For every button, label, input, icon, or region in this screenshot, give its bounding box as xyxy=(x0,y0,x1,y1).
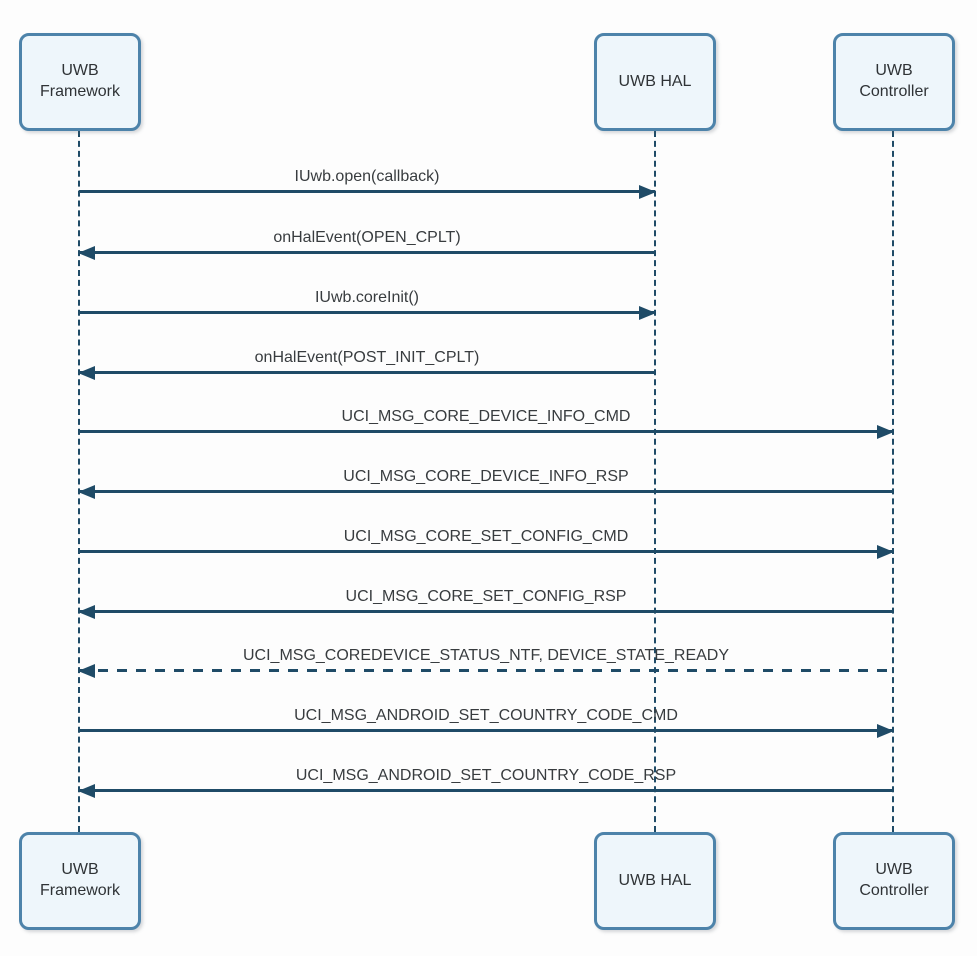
actor-box-uwb-controller-bottom: UWB Controller xyxy=(833,832,955,930)
message-arrow-left xyxy=(79,789,893,792)
message-iuwb-open: IUwb.open(callback) xyxy=(79,167,655,193)
message-label: UCI_MSG_CORE_DEVICE_INFO_RSP xyxy=(343,468,629,485)
message-arrow-right xyxy=(79,729,893,732)
message-arrow-right xyxy=(79,550,893,553)
message-arrow-right xyxy=(79,190,655,193)
lifeline-uwb-hal xyxy=(654,131,656,832)
message-label: UCI_MSG_CORE_DEVICE_INFO_CMD xyxy=(341,408,631,425)
lifeline-uwb-controller xyxy=(892,131,894,832)
message-label: UCI_MSG_COREDEVICE_STATUS_NTF, DEVICE_ST… xyxy=(242,647,730,664)
actor-label-uwb-hal: UWB HAL xyxy=(618,72,692,90)
message-label: IUwb.coreInit() xyxy=(314,289,420,306)
message-label: UCI_MSG_ANDROID_SET_COUNTRY_CODE_CMD xyxy=(294,707,678,724)
lifeline-uwb-framework xyxy=(78,131,80,832)
actor-box-uwb-controller-top: UWB Controller xyxy=(833,33,955,131)
message-arrow-left xyxy=(79,610,893,613)
actor-box-uwb-framework-bottom: UWB Framework xyxy=(19,832,141,930)
message-android-set-country-code-cmd: UCI_MSG_ANDROID_SET_COUNTRY_CODE_CMD xyxy=(79,706,893,732)
message-label: onHalEvent(POST_INIT_CPLT) xyxy=(254,349,480,366)
actor-box-uwb-hal-top: UWB HAL xyxy=(594,33,716,131)
message-label: UCI_MSG_ANDROID_SET_COUNTRY_CODE_RSP xyxy=(295,767,677,784)
actor-label-uwb-framework: UWB Framework xyxy=(39,62,120,100)
message-core-set-config-rsp: UCI_MSG_CORE_SET_CONFIG_RSP xyxy=(79,587,893,613)
message-label: IUwb.open(callback) xyxy=(294,168,440,185)
message-label: onHalEvent(OPEN_CPLT) xyxy=(273,229,461,246)
actor-label-uwb-framework: UWB Framework xyxy=(39,861,120,899)
message-android-set-country-code-rsp: UCI_MSG_ANDROID_SET_COUNTRY_CODE_RSP xyxy=(79,766,893,792)
message-arrow-left xyxy=(79,251,655,254)
actor-label-uwb-hal: UWB HAL xyxy=(618,871,692,889)
message-label: UCI_MSG_CORE_SET_CONFIG_CMD xyxy=(343,528,629,545)
message-label: UCI_MSG_CORE_SET_CONFIG_RSP xyxy=(345,588,627,605)
message-onhalevent-open-cplt: onHalEvent(OPEN_CPLT) xyxy=(79,228,655,254)
message-core-set-config-cmd: UCI_MSG_CORE_SET_CONFIG_CMD xyxy=(79,527,893,553)
message-arrow-left-dashed xyxy=(79,669,893,672)
actor-label-uwb-controller: UWB Controller xyxy=(859,62,929,100)
message-arrow-left xyxy=(79,371,655,374)
actor-box-uwb-hal-bottom: UWB HAL xyxy=(594,832,716,930)
actor-label-uwb-controller: UWB Controller xyxy=(859,861,929,899)
message-onhalevent-post-init-cplt: onHalEvent(POST_INIT_CPLT) xyxy=(79,348,655,374)
message-core-device-info-cmd: UCI_MSG_CORE_DEVICE_INFO_CMD xyxy=(79,407,893,433)
message-arrow-right xyxy=(79,311,655,314)
message-core-device-status-ntf: UCI_MSG_COREDEVICE_STATUS_NTF, DEVICE_ST… xyxy=(79,646,893,672)
actor-box-uwb-framework-top: UWB Framework xyxy=(19,33,141,131)
message-core-device-info-rsp: UCI_MSG_CORE_DEVICE_INFO_RSP xyxy=(79,467,893,493)
message-arrow-left xyxy=(79,490,893,493)
message-arrow-right xyxy=(79,430,893,433)
message-iuwb-coreinit: IUwb.coreInit() xyxy=(79,288,655,314)
